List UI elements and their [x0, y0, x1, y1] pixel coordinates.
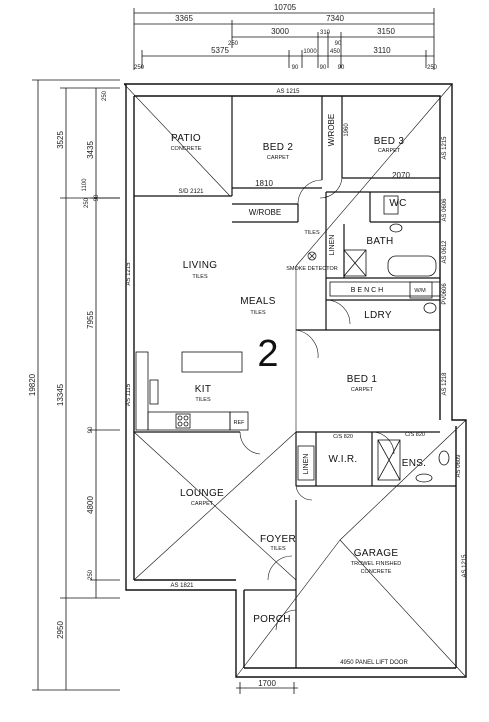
- dim-left-250-a: 250: [102, 90, 108, 101]
- dim-top-250-mid: 250: [228, 41, 239, 47]
- room-foyer-label: FOYER: [260, 534, 296, 545]
- dim-top-5375: 5375: [211, 46, 229, 55]
- garage-door-label: 4950 PANEL LIFT DOOR: [340, 660, 408, 666]
- room-robe-living: W/ROBE: [249, 208, 281, 217]
- dim-porch-width: 1700: [258, 679, 276, 688]
- dim-top-3150: 3150: [377, 27, 395, 36]
- room-linen2: LINEN: [303, 454, 310, 475]
- room-lounge-finish: CARPET: [191, 501, 214, 507]
- window-as1215-left: AS 1215: [126, 262, 132, 286]
- dim-overall-width: 10705: [274, 3, 297, 12]
- smoke-detector-icon: [307, 251, 317, 261]
- room-robe-bed2: W/ROBE: [327, 114, 336, 146]
- door-cs820-ens: C/S 820: [405, 432, 425, 438]
- dim-top-250-left: 250: [134, 65, 145, 71]
- room-bath-label: BATH: [366, 236, 393, 247]
- dim-top-90-mid: 90: [335, 41, 342, 47]
- window-as0609: AS 0609: [456, 454, 462, 478]
- room-kit-label: KIT: [195, 384, 211, 395]
- dim-left-90-a: 90: [94, 194, 100, 201]
- dim-left-4800: 4800: [86, 496, 95, 514]
- dim-1810: 1810: [255, 179, 273, 188]
- dim-1960: 1960: [344, 123, 350, 137]
- room-bench: BENCH: [351, 287, 386, 294]
- room-bed3-finish: CARPET: [378, 148, 401, 154]
- window-as0612: AS 0612: [442, 240, 448, 264]
- door-sd2121: S/D 2121: [178, 189, 204, 195]
- window-as1115-left: AS 1115: [126, 383, 132, 406]
- room-linen1: LINEN: [329, 235, 336, 256]
- room-meals-finish: TILES: [250, 310, 266, 316]
- dim-left-2950: 2950: [56, 621, 65, 639]
- room-bed2-label: BED 2: [263, 142, 294, 153]
- door-cs820-wir: C/S 820: [333, 434, 353, 440]
- dim-top-7340: 7340: [326, 14, 344, 23]
- dim-top-90-a: 90: [292, 65, 299, 71]
- room-wm: W/M: [414, 288, 426, 294]
- window-as1215-right: AS 1215: [442, 136, 448, 160]
- room-meals-label: MEALS: [240, 296, 275, 307]
- room-bed1-finish: CARPET: [351, 387, 374, 393]
- dim-top-310: 310: [320, 30, 331, 36]
- room-ldry-label: LDRY: [364, 310, 392, 321]
- dim-top-450: 450: [330, 49, 341, 55]
- room-foyer-finish: TILES: [270, 546, 286, 552]
- dim-top-90-c: 90: [338, 65, 345, 71]
- dim-overall-length: 19820: [28, 373, 37, 396]
- dim-left-250-b: 250: [84, 197, 90, 208]
- dim-left-13345: 13345: [56, 383, 65, 406]
- dim-top-1000: 1000: [303, 49, 317, 55]
- room-bed1-label: BED 1: [347, 374, 378, 385]
- fixture-ref: REF: [234, 420, 246, 426]
- room-patio-label: PATIO: [171, 133, 201, 144]
- room-wc-label: WC: [389, 198, 406, 209]
- window-as1218-right: AS 1218: [442, 372, 448, 396]
- dim-top-90-b: 90: [320, 65, 327, 71]
- room-garage-label: GARAGE: [354, 548, 399, 559]
- room-porch-label: PORCH: [253, 614, 291, 625]
- room-kit-finish: TILES: [195, 397, 211, 403]
- room-garage-finish1: TROWEL FINISHED: [351, 561, 402, 567]
- dim-left-1100: 1100: [82, 178, 88, 192]
- window-as1821: AS 1821: [170, 583, 194, 589]
- room-bed3-label: BED 3: [374, 136, 405, 147]
- room-bed2-finish: CARPET: [267, 155, 290, 161]
- window-as0606: AS 0606: [442, 198, 448, 222]
- room-living-finish: TILES: [192, 274, 208, 280]
- dim-left-3525: 3525: [56, 131, 65, 149]
- smoke-detector-label: SMOKE DETECTOR: [286, 266, 338, 272]
- room-wir-label: W.I.R.: [328, 454, 357, 465]
- lot-number: 2: [257, 333, 278, 375]
- dim-left-250-c: 250: [88, 569, 94, 580]
- room-garage-finish2: CONCRETE: [361, 569, 392, 575]
- dim-top-3110: 3110: [373, 46, 391, 55]
- room-lounge-label: LOUNGE: [180, 488, 224, 499]
- dim-left-3435: 3435: [86, 141, 95, 159]
- dim-left-90-b: 90: [88, 426, 94, 433]
- room-patio-finish: CONCRETE: [171, 146, 202, 152]
- dim-top-250-right: 250: [427, 65, 438, 71]
- window-as1215-top: AS 1215: [276, 89, 300, 95]
- window-as1215-garage: AS 1215: [462, 554, 468, 578]
- room-ens-label: ENS.: [402, 458, 427, 469]
- room-living-label: LIVING: [183, 260, 218, 271]
- dim-top-3365: 3365: [175, 14, 193, 23]
- dim-2070: 2070: [392, 171, 410, 180]
- room-hall-tiles: TILES: [304, 230, 320, 236]
- dim-top-3000: 3000: [271, 27, 289, 36]
- dim-left-7955: 7955: [86, 311, 95, 329]
- window-pv0606: PV0606: [442, 283, 448, 305]
